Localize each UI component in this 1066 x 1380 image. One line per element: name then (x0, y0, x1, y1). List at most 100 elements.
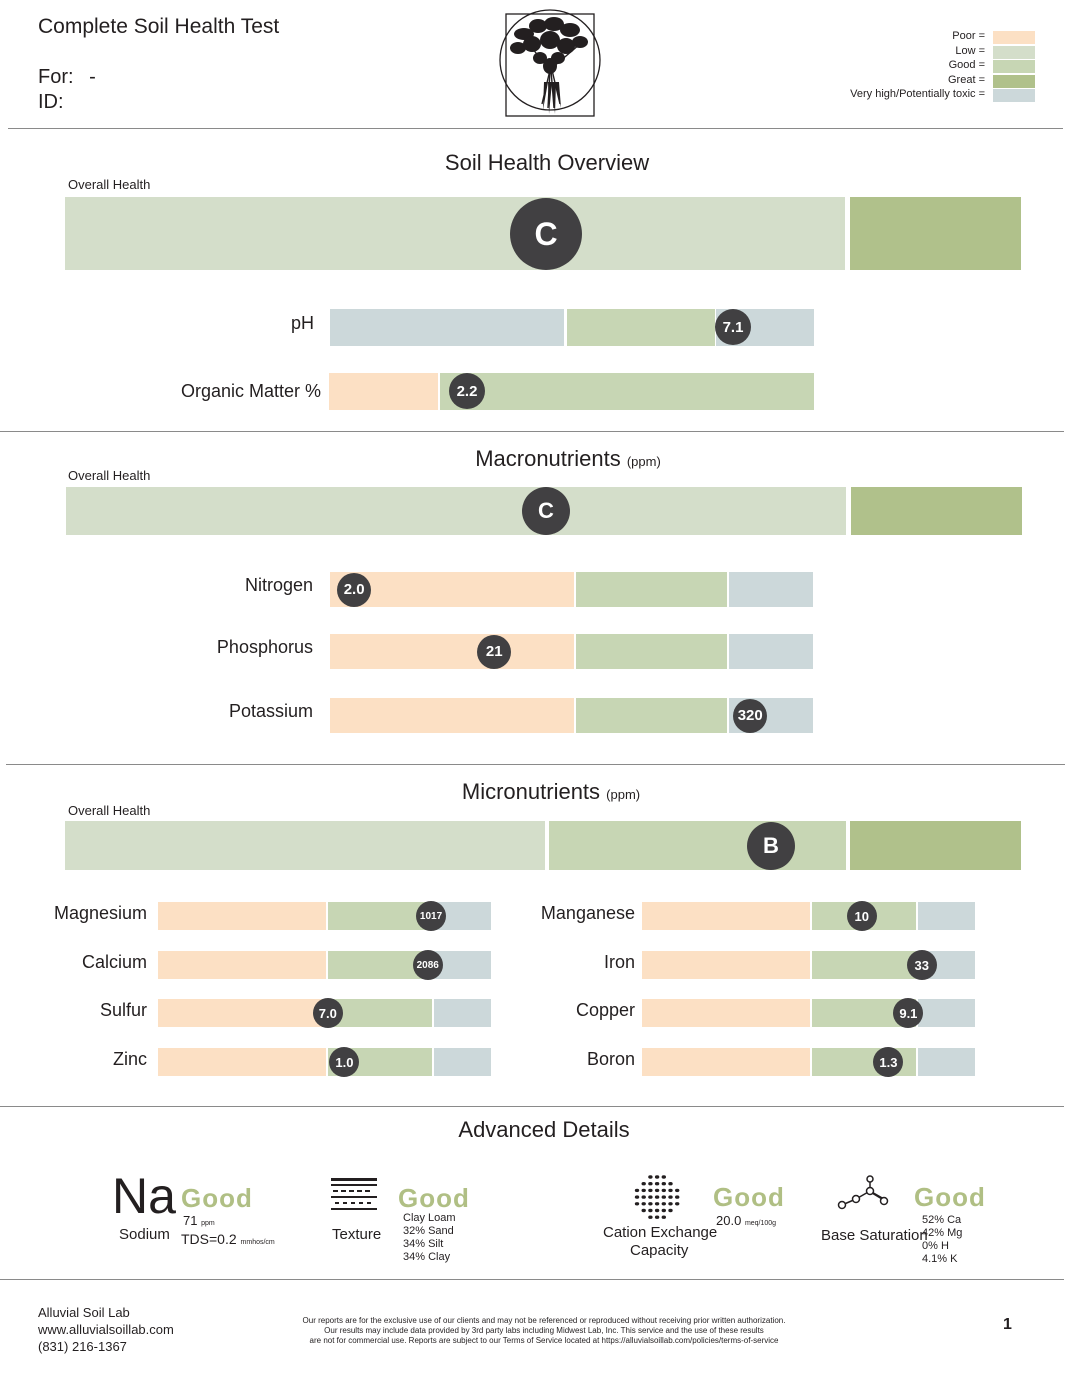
detail-line: 34% Clay (403, 1251, 451, 1263)
micro-title: Micronutrients (ppm) (462, 779, 640, 805)
cec-rating: Good (713, 1182, 785, 1212)
base-rating: Good (914, 1182, 986, 1212)
tds-value: TDS=0.2 (181, 1231, 237, 1247)
cec-dot (648, 1208, 653, 1213)
detail-line: 52% Ca (922, 1214, 962, 1226)
legend-label: Great = (948, 74, 985, 86)
legend-swatch (993, 60, 1035, 73)
divider (0, 1106, 1064, 1107)
footer-company: Alluvial Soil Lab (38, 1305, 130, 1320)
nutrient-bar (158, 1048, 491, 1076)
cec-dot (654, 1202, 660, 1206)
cec-dot (634, 1195, 640, 1199)
macro-unit: (ppm) (626, 454, 661, 469)
nutrient-label: Calcium (81, 952, 147, 972)
overview-overall-bar (65, 197, 1021, 270)
nutrient-bar (158, 999, 491, 1027)
for-value: - (89, 66, 96, 88)
divider (0, 431, 1064, 432)
bar-segment-good (328, 999, 432, 1027)
nutrient-bar (642, 1048, 975, 1076)
footer-contact: Alluvial Soil Lab www.alluvialsoillab.co… (38, 1304, 174, 1355)
cec-dot (661, 1202, 666, 1206)
legend-label: Low = (955, 45, 985, 57)
cec-name-line-2: Capacity (630, 1242, 689, 1259)
texture-rating: Good (398, 1183, 470, 1213)
overall-segment-low (65, 821, 545, 870)
nutrient-bar (330, 572, 813, 607)
nutrient-label: Boron (586, 1049, 635, 1069)
nutrient-bar (330, 698, 813, 733)
bar-segment-high (434, 999, 491, 1027)
micro-overall-bar (65, 821, 1021, 870)
micro-title-text: Micronutrients (461, 779, 601, 804)
cec-dot (675, 1202, 680, 1206)
micro-overall-label: Overall Health (68, 803, 151, 818)
nutrient-bar (330, 634, 813, 669)
nutrient-label: Iron (603, 952, 635, 972)
sodium-rating: Good (181, 1183, 253, 1213)
nutrient-value-badge: 33 (906, 950, 937, 980)
bar-segment-good (812, 951, 916, 979)
nutrient-bar (158, 902, 491, 930)
ph-segment-good (567, 309, 715, 346)
cec-dot (634, 1202, 640, 1206)
macro-grade-badge: C (522, 487, 570, 535)
bar-segment-low (158, 902, 326, 930)
legend-label: Very high/Potentially toxic = (850, 88, 985, 100)
nutrient-label: Copper (575, 1000, 635, 1020)
nutrient-label: Phosphorus (216, 637, 313, 657)
cec-dot (641, 1195, 646, 1199)
bar-segment-low (330, 698, 574, 733)
nutrient-label: Sulfur (99, 1000, 147, 1020)
cec-dot (661, 1215, 666, 1219)
om-bar (329, 373, 814, 410)
dots-circle-icon (634, 1175, 680, 1219)
nutrient-value-badge: 1.0 (329, 1047, 360, 1077)
cec-dot (661, 1182, 666, 1186)
ph-value-badge: 7.1 (715, 309, 751, 345)
cec-value: 20.0 (716, 1213, 742, 1228)
cec-dot (675, 1195, 680, 1199)
footer-phone: (831) 216-1367 (38, 1339, 127, 1354)
cec-dot (661, 1208, 666, 1213)
nutrient-value-badge: 1017 (416, 901, 447, 931)
ph-segment-low (330, 309, 564, 346)
cec-value-row: 20.0 meq/100g (716, 1213, 776, 1228)
overall-segment-low (66, 487, 846, 535)
detail-line: 4.1% K (922, 1253, 958, 1265)
nutrient-value-badge: 1.3 (873, 1047, 904, 1077)
cec-dot (648, 1195, 653, 1199)
overall-segment-good (549, 821, 846, 870)
sodium-name: Sodium (119, 1226, 170, 1243)
cec-dot (668, 1188, 673, 1193)
cec-dot (661, 1195, 666, 1199)
divider (8, 128, 1063, 129)
footer-website-link[interactable]: www.alluvialsoillab.com (38, 1322, 174, 1337)
cec-dot (634, 1188, 640, 1193)
bar-segment-high (918, 1048, 975, 1076)
cec-dot (654, 1215, 660, 1219)
cec-dot (648, 1202, 653, 1206)
nutrient-label: Potassium (228, 701, 313, 721)
nutrient-bar (642, 902, 975, 930)
bar-segment-high (729, 634, 813, 669)
detail-line: 34% Silt (403, 1238, 444, 1250)
om-segment-good (440, 373, 814, 410)
sodium-symbol: Na (112, 1168, 176, 1224)
bar-segment-good (328, 902, 432, 930)
cec-dot (641, 1182, 646, 1186)
legend-label: Good = (948, 59, 985, 71)
macro-title-text: Macronutrients (475, 446, 621, 471)
detail-line: 32% Sand (403, 1225, 454, 1237)
disclaimer-line-1: Our reports are for the exclusive use of… (302, 1316, 786, 1325)
nutrient-value-badge: 7.0 (312, 998, 343, 1028)
sodium-value: 71 (183, 1213, 198, 1228)
bar-segment-low (330, 634, 574, 669)
bar-segment-low (158, 951, 326, 979)
om-value-badge: 2.2 (449, 373, 485, 409)
bar-segment-low (158, 999, 326, 1027)
sodium-unit: ppm (201, 1220, 215, 1227)
